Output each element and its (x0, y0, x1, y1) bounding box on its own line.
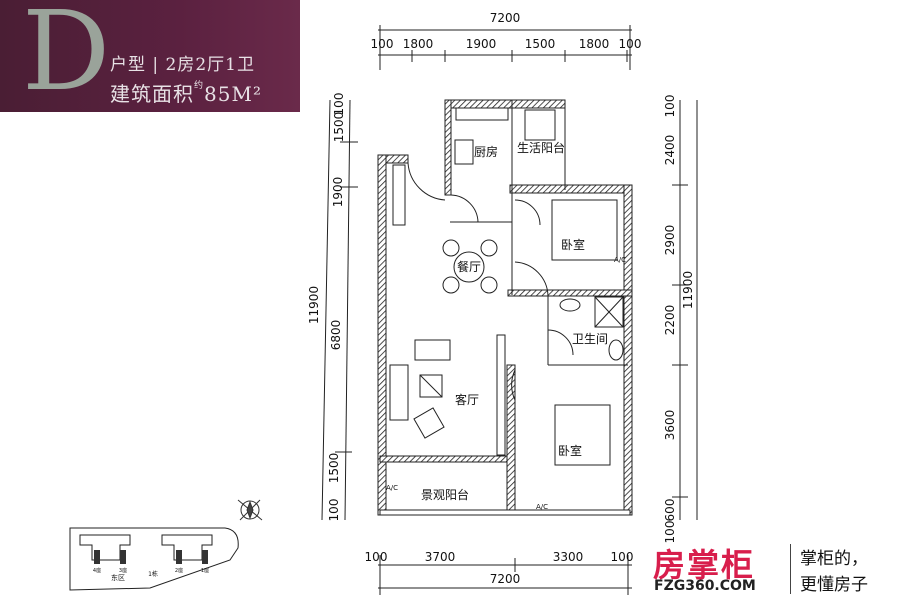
unit-area: 建筑面积约85M² (110, 81, 262, 106)
dim-left-part: 6800 (329, 320, 343, 351)
room-kitchen: 厨房 (474, 144, 498, 159)
logo-url: FZG360.COM (654, 578, 756, 594)
dim-bottom-part: 100 (365, 550, 388, 564)
dim-top-part: 1900 (466, 37, 497, 51)
unit-banner: D 户型 | 2房2厅1卫 建筑面积约85M² (0, 0, 300, 112)
dim-top-part: 1500 (525, 37, 556, 51)
dim-right-total: 11900 (681, 271, 695, 309)
ac-label: A/C (386, 484, 398, 492)
dim-right-part: 600 (663, 499, 677, 522)
site-building-3: 3座 (119, 567, 127, 574)
logo-slogan-1: 掌柜的， (800, 549, 868, 569)
site-block: 1栋 (148, 570, 158, 578)
dim-top-part: 100 (619, 37, 642, 51)
dimension-lines (321, 25, 698, 595)
dim-right-part: 2200 (663, 305, 677, 336)
room-view-balcony: 景观阳台 (421, 487, 469, 502)
dim-right-part: 2900 (663, 225, 677, 256)
dim-left-part: 1900 (331, 177, 345, 208)
site-zone: 东区 (111, 573, 125, 582)
site-building-1: 1座 (201, 567, 209, 574)
room-living: 客厅 (455, 392, 479, 407)
room-labels: 厨房 生活阳台 卧室 餐厅 卫生间 客厅 卧室 景观阳台 A/C A/C A/C (386, 140, 626, 511)
unit-type: 户型 | 2房2厅1卫 (110, 55, 255, 75)
dim-left-part: 100 (327, 499, 341, 522)
site-building-2: 2座 (175, 567, 183, 574)
dim-bottom-part: 100 (611, 550, 634, 564)
dim-left-part: 1500 (327, 453, 341, 484)
compass-icon (237, 499, 263, 521)
dim-right-part: 100 (663, 95, 677, 118)
dim-left-part: 1500 (332, 112, 346, 143)
logo-divider (790, 544, 791, 594)
interior-lines (389, 100, 628, 466)
room-bathroom: 卫生间 (572, 332, 608, 346)
watermark-logo: 房掌柜 FZG360.COM 掌柜的， 更懂房子 (650, 540, 900, 600)
dimension-labels: 7200 100 1800 1900 1500 1800 100 100 370… (307, 11, 695, 586)
dim-top-total: 7200 (490, 11, 521, 25)
ac-label: A/C (536, 503, 548, 511)
dim-right-part: 100 (663, 521, 677, 544)
room-utility-balcony: 生活阳台 (517, 140, 565, 155)
dim-right-part: 3600 (663, 410, 677, 441)
site-building-4: 4座 (93, 567, 101, 574)
logo-brand: 房掌柜 (653, 546, 756, 584)
ac-label: A/C (614, 256, 626, 264)
room-bedroom-1: 卧室 (561, 237, 585, 252)
dim-right-part: 2400 (663, 135, 677, 166)
dim-top-part: 1800 (579, 37, 610, 51)
room-dining: 餐厅 (457, 259, 481, 274)
dim-bottom-part: 3300 (553, 550, 584, 564)
dim-top-part: 1800 (403, 37, 434, 51)
logo-slogan-2: 更懂房子 (800, 575, 868, 595)
walls (377, 99, 633, 516)
dim-left-part: 100 (332, 93, 346, 116)
room-bedroom-2: 卧室 (558, 443, 582, 458)
dim-bottom-part: 3700 (425, 550, 456, 564)
unit-letter: D (22, 0, 111, 115)
dim-bottom-total: 7200 (490, 572, 521, 586)
dim-top-part: 100 (371, 37, 394, 51)
dim-left-total: 11900 (307, 286, 321, 324)
site-plan: 4座 3座 2座 1座 东区 1栋 (69, 527, 239, 591)
